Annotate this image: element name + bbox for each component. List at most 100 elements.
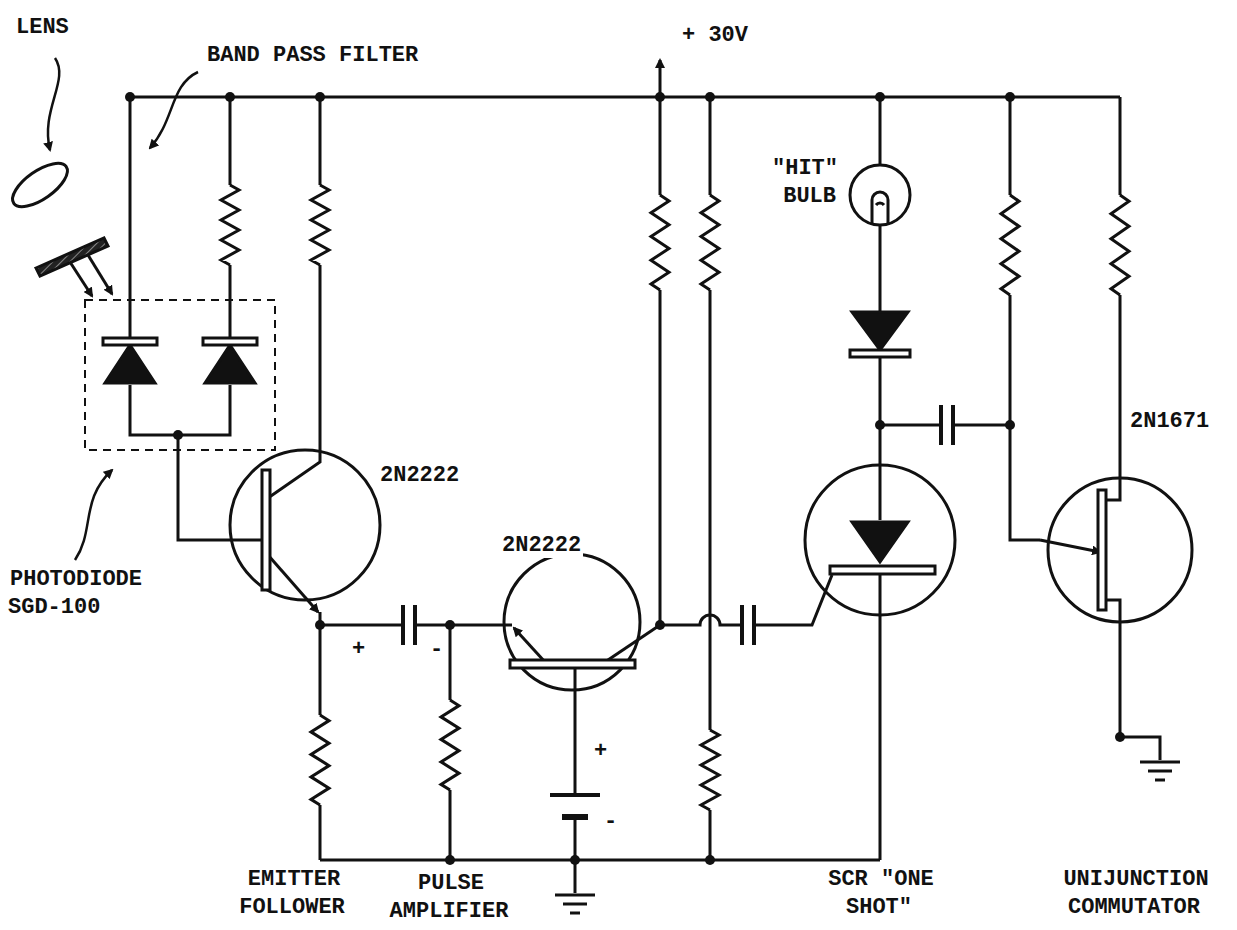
part-number: 2N2222 bbox=[378, 462, 461, 490]
capacitor-symbol bbox=[951, 405, 955, 445]
junction-dots bbox=[315, 92, 325, 102]
supply-label: + 30V bbox=[680, 22, 750, 50]
junction-dots bbox=[315, 620, 325, 630]
label-text: + 30V bbox=[680, 23, 750, 48]
scr-symbol bbox=[830, 566, 935, 574]
stage-name: EMITTER FOLLOWER bbox=[228, 866, 358, 922]
resistor-symbol bbox=[701, 730, 719, 810]
wires bbox=[660, 575, 832, 625]
stage-name: SCR "ONE SHOT" bbox=[800, 866, 960, 922]
battery-symbol bbox=[550, 795, 600, 817]
bulb-symbol bbox=[876, 203, 884, 205]
junction-dots bbox=[445, 855, 455, 865]
label-text: PULSE AMPLIFIER bbox=[390, 871, 511, 924]
junction-dots bbox=[1005, 420, 1015, 430]
stage-name: PULSE AMPLIFIER bbox=[350, 870, 550, 926]
ground-symbol bbox=[570, 912, 580, 915]
label-text: 2N2222 bbox=[378, 463, 461, 488]
wires bbox=[1106, 97, 1120, 500]
transistor-symbol bbox=[230, 450, 640, 690]
battery-symbol bbox=[550, 793, 600, 797]
resistor-symbol bbox=[651, 195, 669, 290]
label-text: - bbox=[602, 809, 619, 834]
junction-dots bbox=[655, 620, 665, 630]
polarity-sign: + bbox=[350, 636, 367, 664]
junction-dots bbox=[875, 420, 885, 430]
wires bbox=[268, 555, 318, 612]
scr-symbol bbox=[805, 465, 955, 615]
junction-dots bbox=[173, 430, 183, 440]
wires bbox=[229, 97, 232, 338]
resistor-symbol bbox=[1111, 195, 1129, 295]
ground-symbol bbox=[1148, 770, 1172, 773]
part-name: PHOTODIODE SGD-100 bbox=[8, 566, 168, 622]
wires bbox=[130, 60, 1160, 893]
lens-filter bbox=[70, 262, 92, 296]
diode-symbol bbox=[103, 312, 910, 383]
label-text: PHOTODIODE SGD-100 bbox=[8, 567, 142, 620]
ground-symbol bbox=[555, 894, 595, 897]
diode-symbol bbox=[203, 338, 257, 345]
resistor-symbol bbox=[311, 715, 329, 805]
bulb-symbol bbox=[850, 165, 910, 225]
diode-symbol bbox=[850, 350, 910, 357]
capacitor-symbol bbox=[401, 605, 405, 645]
photodiode-housing bbox=[85, 300, 275, 450]
lens-filter bbox=[6, 155, 112, 296]
diode-symbol bbox=[205, 345, 255, 383]
leader-line bbox=[75, 470, 112, 560]
polarity-sign: - bbox=[428, 636, 445, 664]
part-name: LENS bbox=[14, 14, 71, 42]
leader-line bbox=[48, 58, 198, 560]
part-number: 2N1671 bbox=[1128, 408, 1211, 436]
lens-filter bbox=[88, 255, 112, 294]
diode-symbol bbox=[105, 345, 155, 383]
resistor-symbol bbox=[441, 700, 459, 790]
label-text: SCR "ONE SHOT" bbox=[826, 867, 934, 920]
junction-dots bbox=[655, 92, 665, 102]
part-name: BAND PASS FILTER bbox=[205, 42, 420, 70]
junction-dots bbox=[125, 92, 1125, 865]
capacitor-symbol bbox=[939, 405, 943, 445]
part-name: "HIT" BULB bbox=[738, 155, 838, 211]
battery-symbol bbox=[562, 814, 588, 820]
resistor-symbol bbox=[221, 185, 239, 265]
resistor-symbol bbox=[311, 185, 329, 265]
label-text: BAND PASS FILTER bbox=[205, 43, 420, 68]
transistor-symbol bbox=[230, 450, 380, 600]
bulb-symbol bbox=[850, 165, 910, 225]
resistor-symbol bbox=[221, 185, 1129, 810]
ujt-symbol bbox=[1098, 490, 1106, 610]
wires bbox=[320, 624, 450, 627]
wires bbox=[709, 97, 712, 860]
wires bbox=[449, 625, 452, 860]
label-text: + bbox=[350, 637, 367, 662]
capacitor-symbol bbox=[403, 405, 953, 645]
transistor-symbol bbox=[510, 660, 635, 668]
wires bbox=[1010, 97, 1040, 540]
junction-dots bbox=[1115, 732, 1125, 742]
wires bbox=[605, 625, 660, 662]
diode-symbol bbox=[103, 338, 157, 345]
ground-symbol bbox=[1155, 779, 1165, 782]
leader-line bbox=[48, 58, 59, 150]
diode-symbol bbox=[852, 312, 908, 350]
label-text: - bbox=[428, 637, 445, 662]
part-number: 2N2222 bbox=[500, 532, 583, 560]
lens-filter bbox=[6, 155, 74, 215]
resistor-symbol bbox=[1001, 195, 1019, 295]
wires bbox=[320, 859, 880, 862]
junction-dots bbox=[1005, 92, 1015, 102]
transistor-symbol bbox=[504, 554, 640, 690]
stage-name: UNIJUNCTION COMMUTATOR bbox=[1045, 866, 1225, 922]
wires bbox=[879, 97, 882, 470]
label-text: 2N2222 bbox=[500, 533, 583, 558]
wires bbox=[129, 97, 132, 338]
junction-dots bbox=[875, 92, 885, 102]
wires bbox=[659, 60, 662, 97]
junction-dots bbox=[445, 620, 455, 630]
label-text: 2N1671 bbox=[1128, 409, 1211, 434]
scr-symbol bbox=[852, 522, 908, 562]
